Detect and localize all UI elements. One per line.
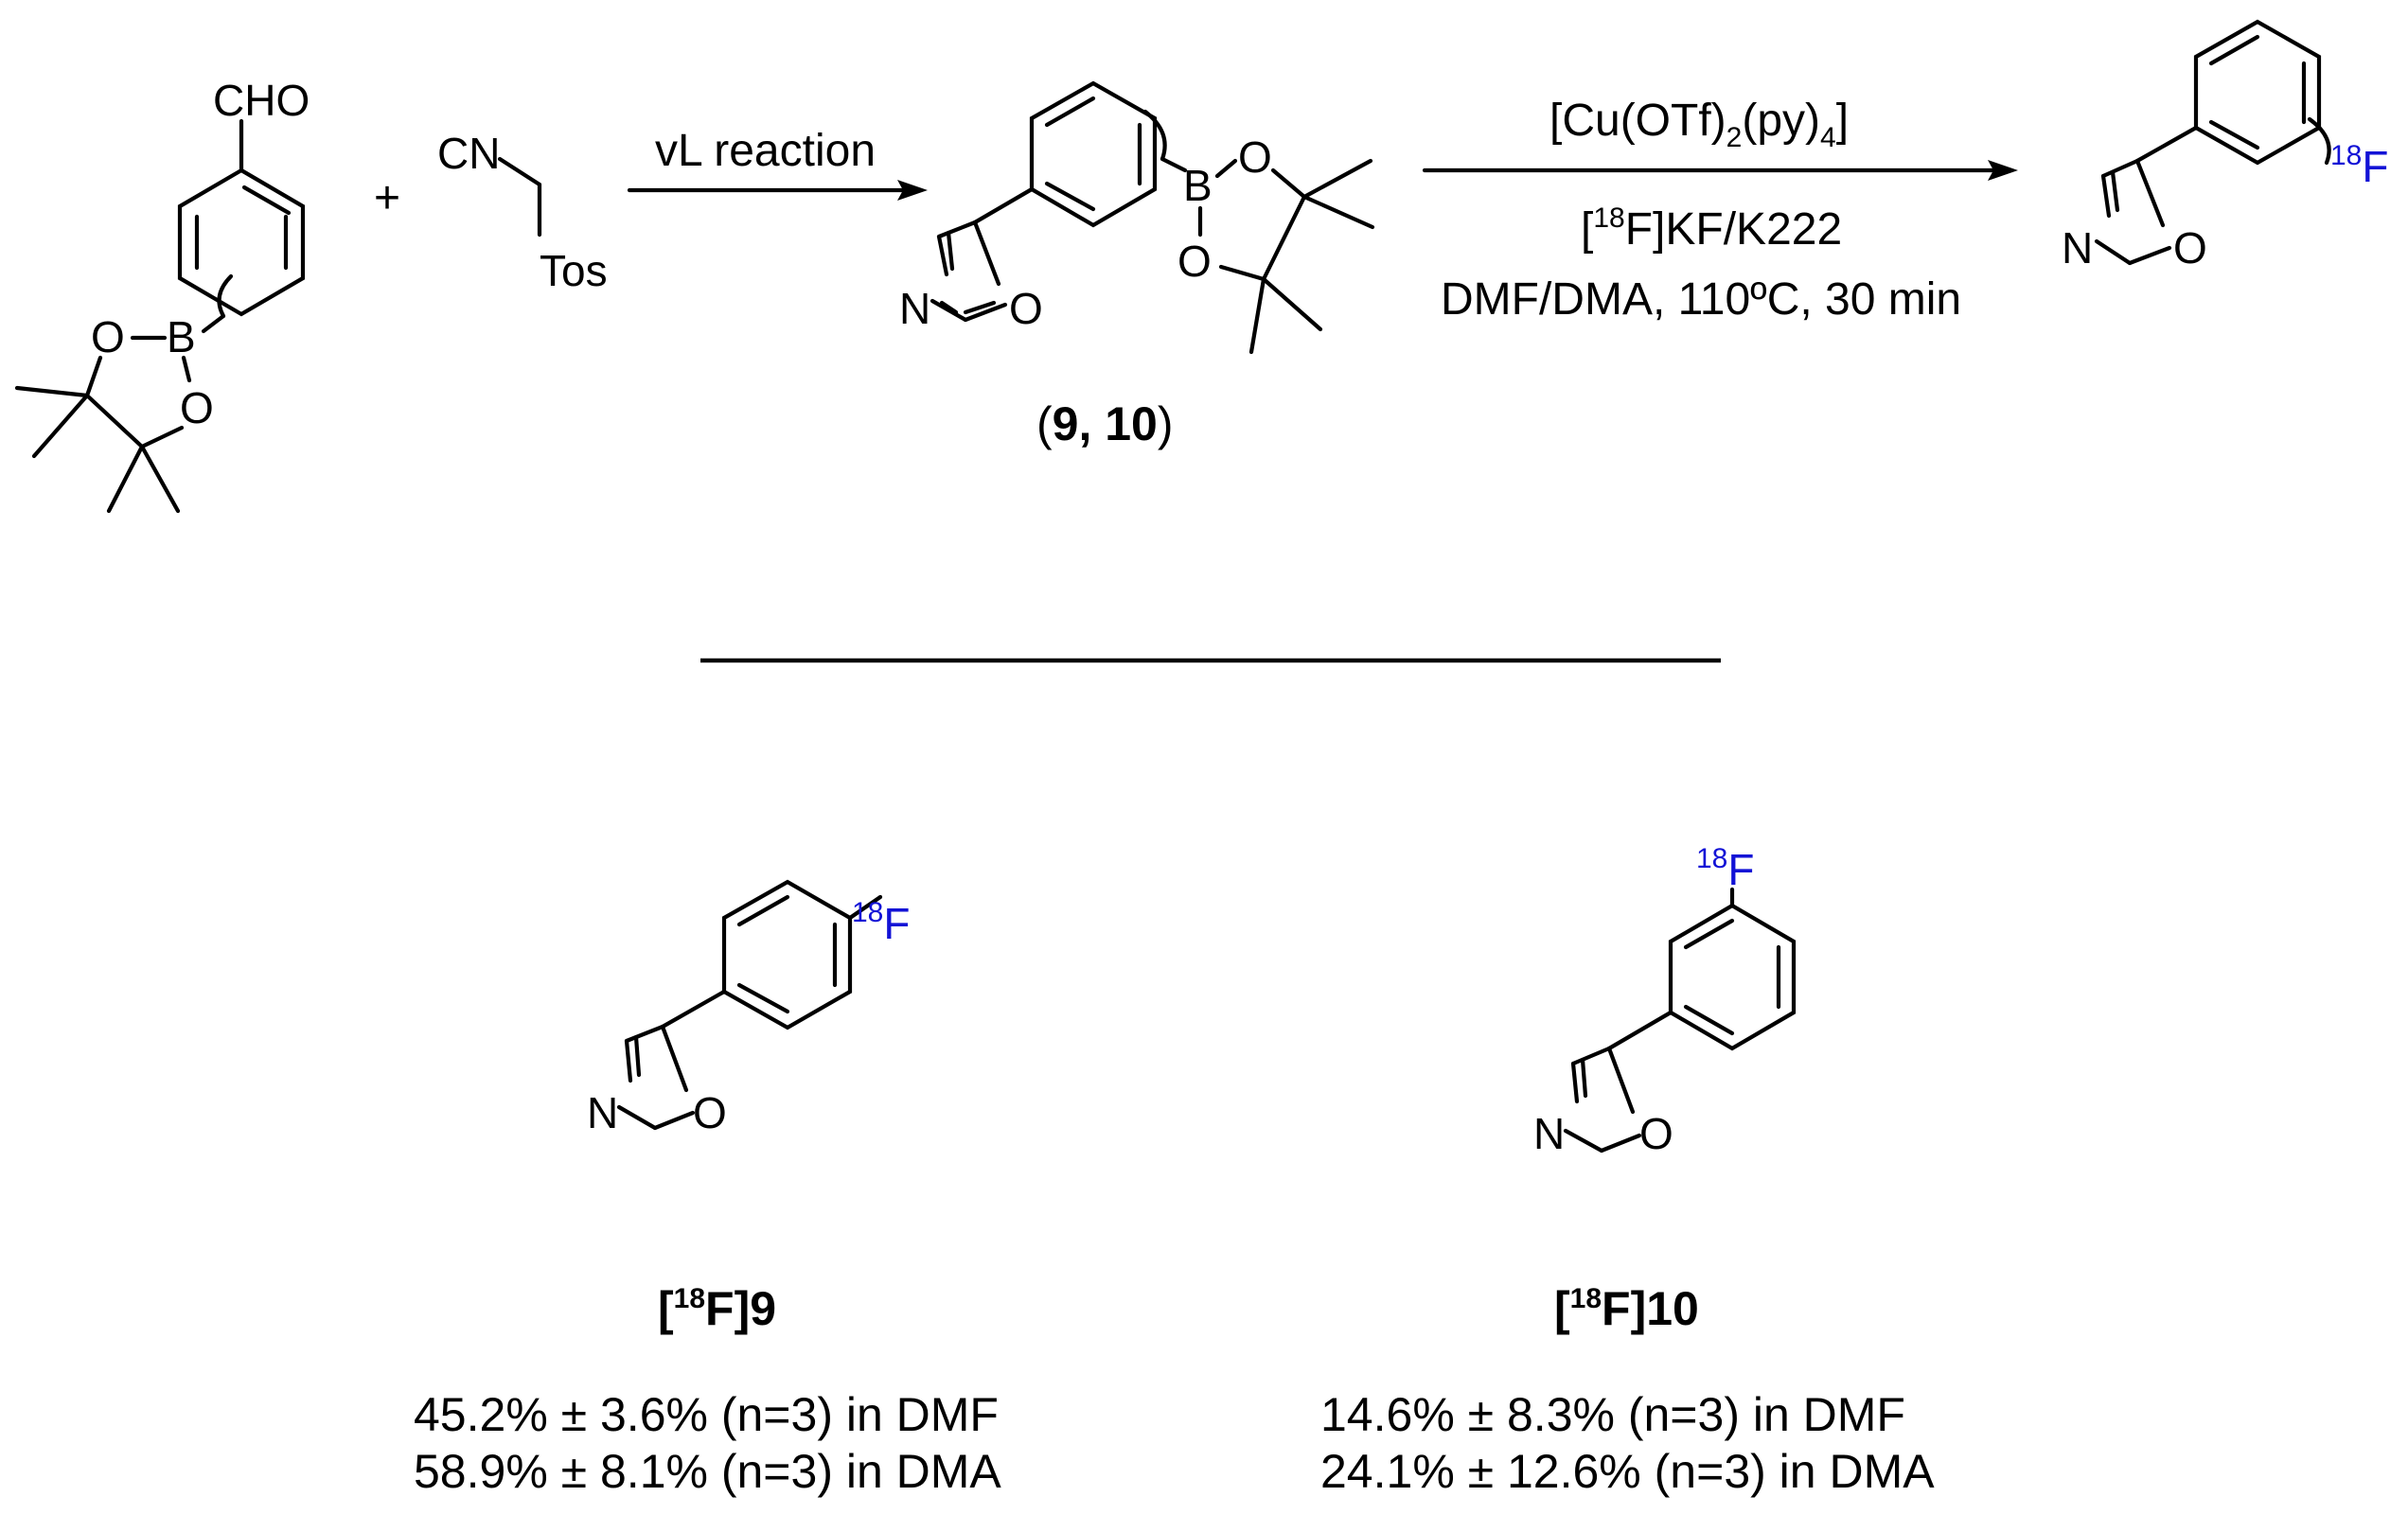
yield-dma: 58.9% ± 8.1% (n=3) in DMA	[414, 1445, 1001, 1498]
isocyanide-label: CN	[437, 129, 500, 178]
fluorine-18-label: 18F	[2330, 140, 2388, 191]
nitrogen-label: N	[1533, 1109, 1565, 1158]
tosmic-reagent: CN Tos	[437, 129, 608, 295]
conditions-label: DMF/DMA, 110ºC, 30 min	[1441, 274, 1961, 325]
reaction-arrow-1: vL reaction	[627, 126, 928, 201]
copper-catalyst-label: [Cu(OTf)2(py)4]	[1549, 96, 1849, 153]
fluorine-18-label: 18F	[852, 897, 910, 948]
aldehyde-group-label: CHO	[213, 76, 310, 125]
yield-dmf: 14.6% ± 8.3% (n=3) in DMF	[1320, 1388, 1905, 1441]
nitrogen-label: N	[587, 1088, 618, 1137]
plus-sign: +	[374, 173, 400, 223]
oxygen-label: O	[1238, 132, 1272, 182]
reaction-arrow-2: [Cu(OTf)2(py)4] [18F]KF/K222 DMF/DMA, 11…	[1422, 96, 2018, 325]
product-label: [18F]10	[1554, 1282, 1699, 1335]
oxygen-label: O	[1009, 284, 1043, 333]
compound-label: (9, 10)	[1036, 397, 1174, 450]
product-18F-10: 18F N O [18F]10 14.6% ± 8.3% (n=3) in DM…	[1320, 843, 1935, 1498]
fluorinated-product-general: N O 18F	[2062, 19, 2388, 273]
arrow-label: vL reaction	[655, 126, 876, 176]
oxygen-label: O	[693, 1088, 727, 1137]
tosyl-label: Tos	[540, 246, 608, 295]
nitrogen-label: N	[899, 284, 930, 333]
nitrogen-label: N	[2062, 223, 2093, 273]
yield-dmf: 45.2% ± 3.6% (n=3) in DMF	[414, 1388, 999, 1441]
oxygen-label: O	[180, 383, 214, 432]
boronate-intermediate: N O B O O (9, 10)	[899, 80, 1375, 450]
boron-label: B	[167, 312, 196, 361]
oxygen-label: O	[1177, 237, 1212, 286]
oxygen-label: O	[2173, 223, 2207, 273]
fluoride-source-label: [18F]KF/K222	[1581, 202, 1842, 255]
boron-label: B	[1183, 161, 1213, 210]
fluorine-18-label: 18F	[1696, 843, 1754, 894]
product-18F-9: 18F N O [18F]9 45.2% ± 3.6% (n=3) in DMF…	[414, 879, 1001, 1498]
oxygen-label: O	[1639, 1109, 1673, 1158]
product-label: [18F]9	[658, 1282, 776, 1335]
aldehyde-boronate-reagent: CHO B O O	[14, 76, 310, 514]
yield-dma: 24.1% ± 12.6% (n=3) in DMA	[1320, 1445, 1935, 1498]
oxygen-label: O	[91, 312, 125, 361]
